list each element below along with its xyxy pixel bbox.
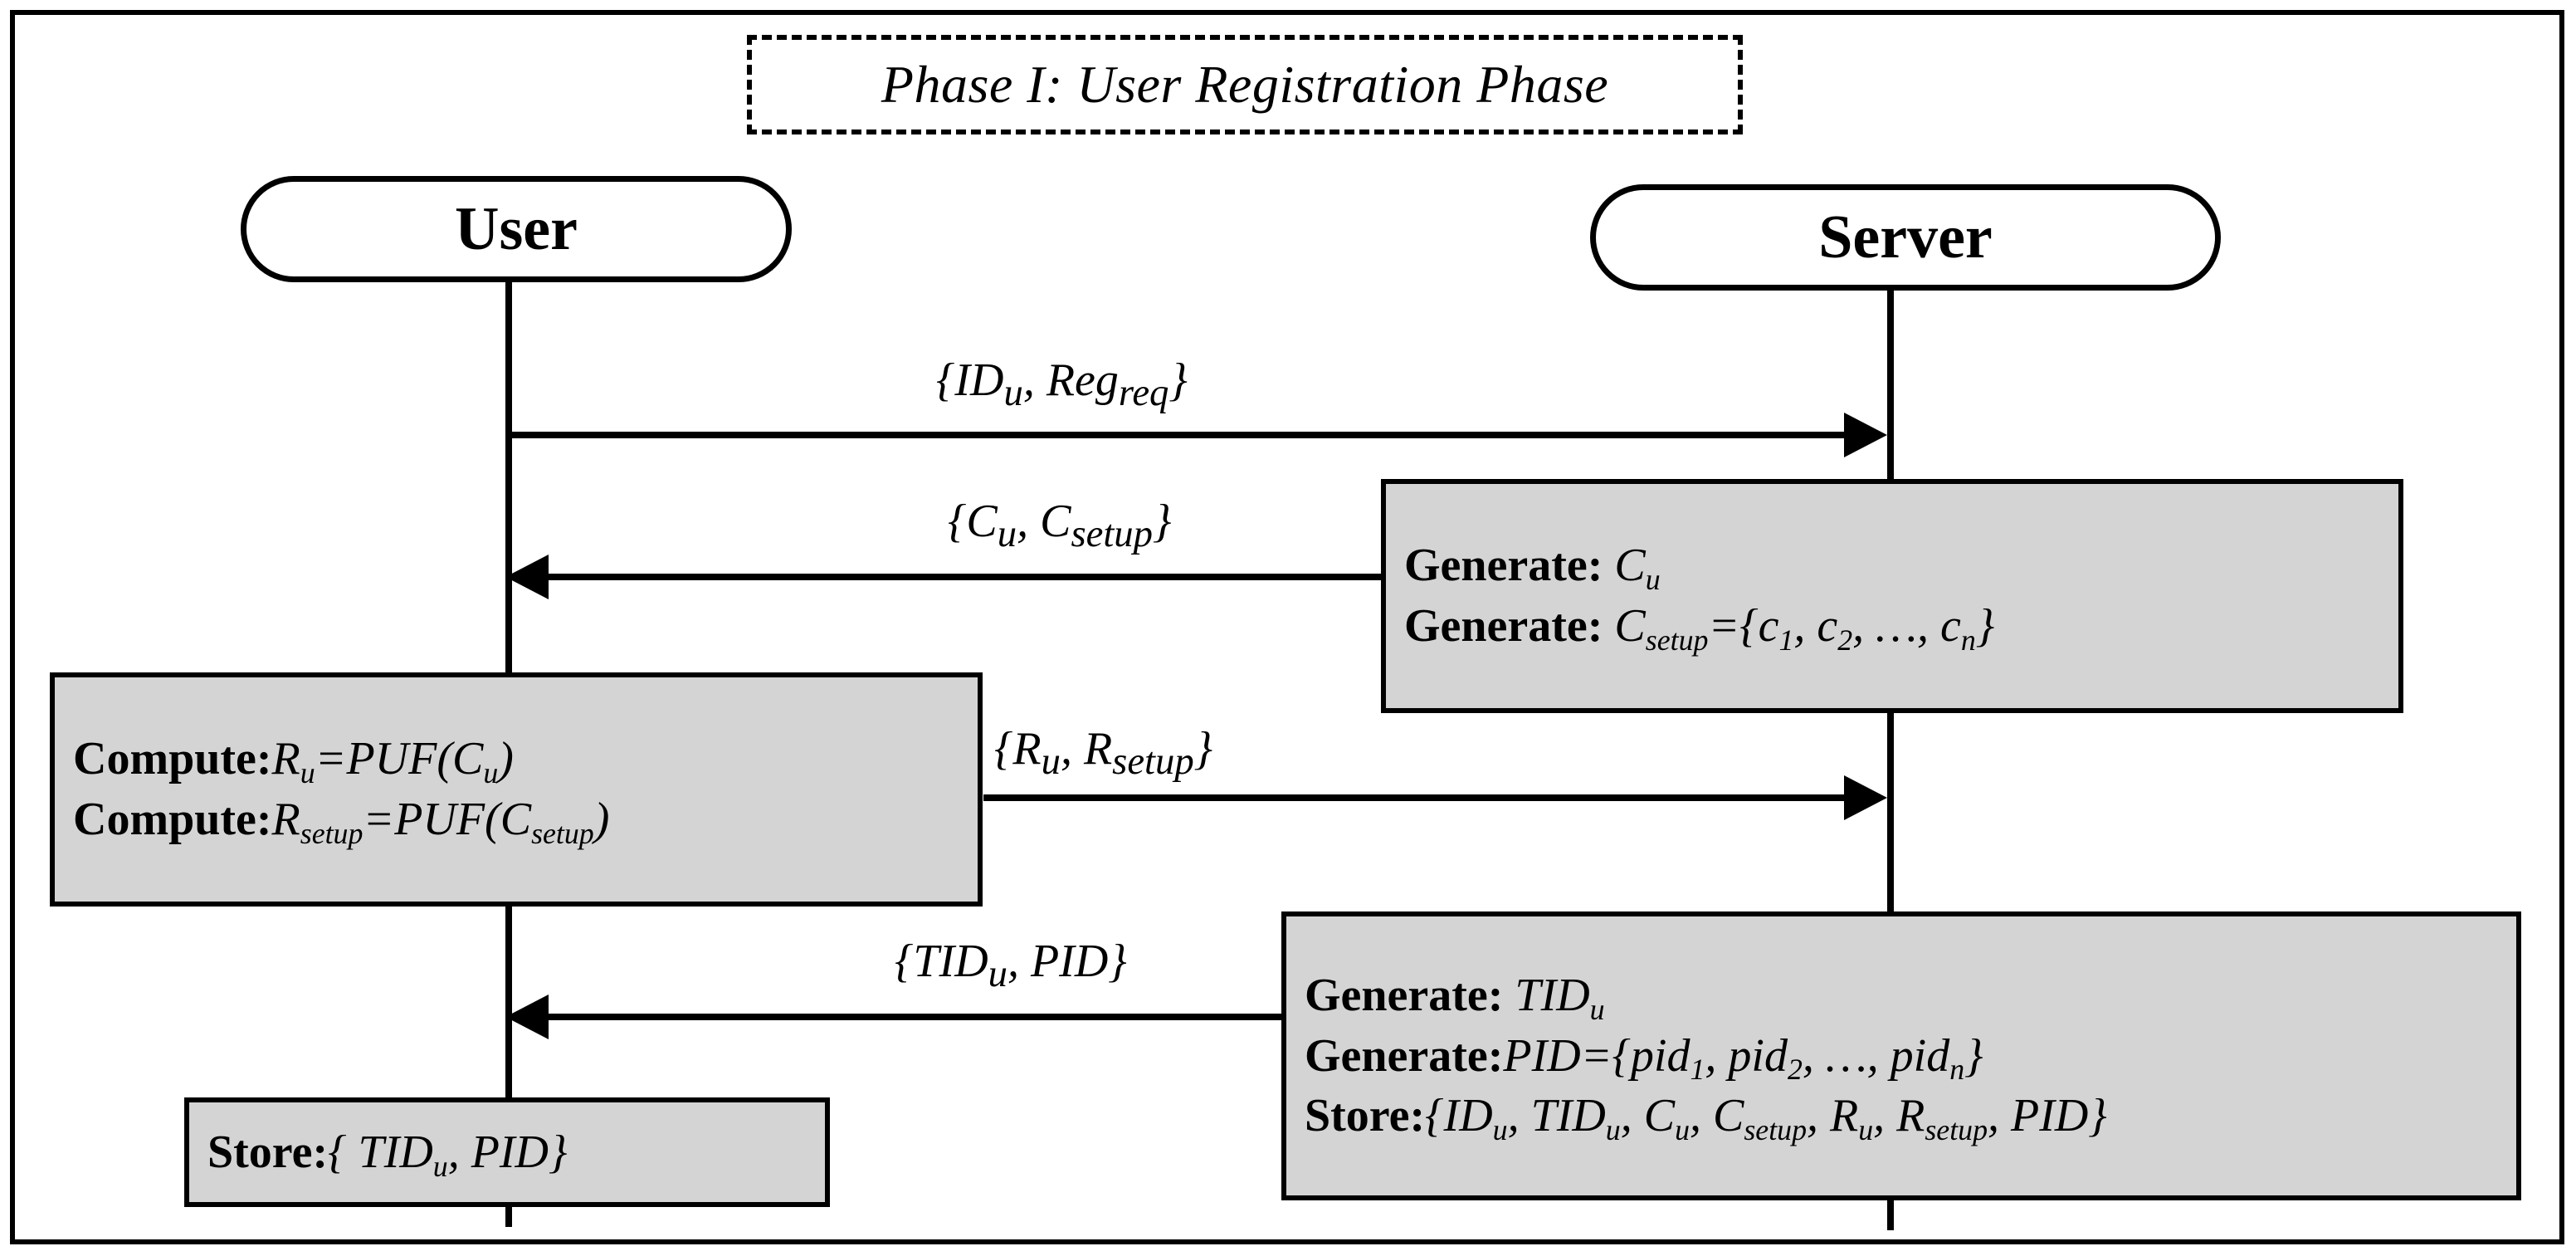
- note-line: Generate:PID={pid1, pid2, …, pidn}: [1305, 1029, 1983, 1087]
- message-2-arrowhead-icon: [505, 555, 549, 599]
- message-2-line: [549, 574, 1391, 580]
- phase-title-box: Phase I: User Registration Phase: [747, 35, 1743, 134]
- message-3-arrowhead-icon: [1844, 775, 1887, 820]
- note-server-generate-challenges: Generate: Cu Generate: Csetup={c1, c2, ……: [1381, 479, 2403, 713]
- message-1-line: [505, 432, 1847, 438]
- note-server-generate-store: Generate: TIDu Generate:PID={pid1, pid2,…: [1281, 911, 2521, 1200]
- message-2-label: {Cu, Csetup}: [948, 496, 1172, 556]
- note-user-compute-responses: Compute:Ru=PUF(Cu) Compute:Rsetup=PUF(Cs…: [50, 672, 983, 907]
- note-line: Compute:Rsetup=PUF(Csetup): [73, 794, 610, 850]
- actor-user-label: User: [455, 195, 578, 263]
- actor-user[interactable]: User: [241, 176, 792, 282]
- actor-server[interactable]: Server: [1590, 184, 2221, 291]
- message-3-label: {Ru, Rsetup}: [994, 723, 1213, 784]
- message-3-line: [983, 794, 1847, 801]
- message-1-label: {IDu, Regreq}: [936, 354, 1188, 415]
- note-line: Generate: Csetup={c1, c2, …, cn}: [1404, 600, 1995, 657]
- note-line: Store:{IDu, TIDu, Cu, Csetup, Ru, Rsetup…: [1305, 1090, 2107, 1147]
- phase-title-text: Phase I: User Registration Phase: [881, 55, 1609, 114]
- actor-server-label: Server: [1818, 203, 1993, 271]
- message-4-arrowhead-icon: [505, 995, 549, 1039]
- note-line: Generate: Cu: [1404, 540, 1661, 596]
- lifeline-server: [1887, 289, 1894, 1230]
- message-4-line: [549, 1014, 1289, 1020]
- note-line: Compute:Ru=PUF(Cu): [73, 733, 514, 789]
- note-line: Store:{ TIDu, PID}: [207, 1126, 568, 1183]
- message-1-arrowhead-icon: [1844, 413, 1887, 457]
- message-4-label: {TIDu, PID}: [895, 936, 1127, 996]
- diagram-outer-frame: [10, 10, 2564, 1244]
- note-user-store: Store:{ TIDu, PID}: [184, 1097, 830, 1207]
- note-line: Generate: TIDu: [1305, 969, 1605, 1026]
